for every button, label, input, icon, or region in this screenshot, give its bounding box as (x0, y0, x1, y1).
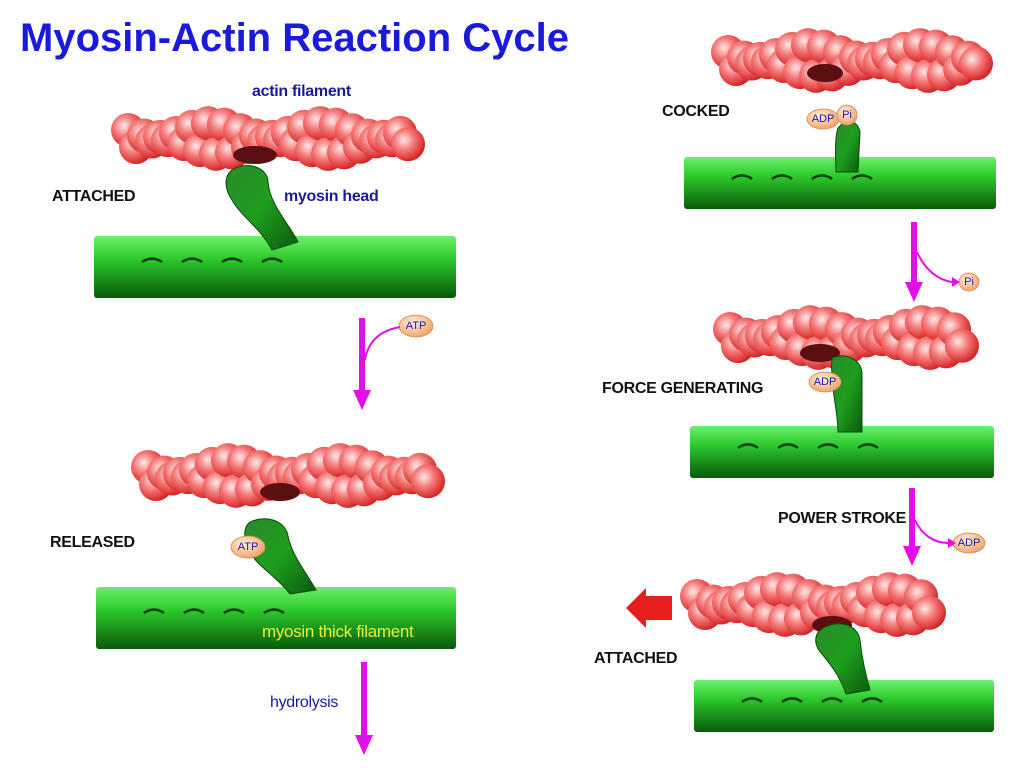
arrow-layer (353, 222, 960, 755)
atp-transition-pill (398, 314, 434, 338)
actin-filament-cocked (711, 28, 993, 93)
arrow-head (903, 546, 921, 566)
myosin-head-attached-final (815, 623, 871, 695)
thick-filament-rod (690, 426, 994, 478)
actin-filament-force (713, 305, 979, 370)
curved-arrow-line (916, 251, 953, 283)
arrow-attached-to-released (353, 318, 371, 410)
state-label-released: RELEASED (50, 534, 135, 551)
myosin-head-force (831, 355, 863, 433)
actin-bead (945, 328, 979, 363)
actin-bead (912, 595, 946, 630)
state-label-attached-final: ATTACHED (594, 650, 678, 667)
slide-title: Myosin-Actin Reaction Cycle (20, 16, 570, 60)
arrow-shaft (361, 662, 367, 737)
actin-filament-attached-final (680, 572, 946, 637)
thick-filament-attached-final (694, 680, 994, 732)
actin-filament-attached (111, 106, 425, 171)
arrow-head (905, 282, 923, 302)
adp-release-curve (914, 519, 956, 548)
curved-arrow-line (914, 519, 949, 544)
thick-filament-attached (94, 236, 456, 298)
actin-bead (391, 127, 425, 162)
actin-binding-site (233, 146, 277, 164)
actin-filament-label: actin filament (252, 83, 351, 100)
arrow-shaft (909, 488, 915, 548)
thick-filament-cocked (684, 157, 996, 209)
curved-arrow-head (952, 277, 960, 287)
arrow-shaft (359, 318, 365, 392)
arrow-cocked-to-force (905, 222, 923, 302)
adp-bound-badge-cocked: ADP (811, 113, 835, 125)
myosin-head-label: myosin head (284, 188, 379, 205)
atp-uptake-curve (364, 326, 401, 361)
adp-bound-badge-force: ADP (813, 376, 837, 388)
arrow-hydrolysis (355, 662, 373, 755)
rod-striation (737, 443, 879, 449)
myosin-thick-filament-label: myosin thick filament (262, 622, 414, 641)
arrow-shaft (911, 222, 917, 284)
thick-filament-rod (96, 587, 456, 649)
arrow-head (353, 390, 371, 410)
state-label-force-generating: FORCE GENERATING (602, 380, 764, 397)
thick-filament-released (96, 587, 456, 649)
thick-filament-force (690, 426, 994, 478)
atp-bound-pill (230, 535, 266, 559)
curved-arrow-line (364, 326, 401, 361)
pi-release-curve (916, 251, 960, 287)
arrow-power-stroke (903, 488, 921, 566)
pi-bound-badge-cocked: Pi (842, 109, 852, 121)
actin-bead (411, 464, 445, 499)
state-label-attached: ATTACHED (52, 188, 136, 205)
actin-binding-site (260, 483, 300, 501)
arrow-head (355, 735, 373, 755)
actin-layer (111, 28, 993, 637)
myosin-head-cocked (835, 121, 861, 173)
hydrolysis-label: hydrolysis (270, 694, 339, 711)
rod-striation (143, 608, 285, 615)
adp-bound-pill-force (808, 371, 842, 393)
thick-filament-rod (694, 680, 994, 732)
actin-bead (959, 46, 993, 81)
filament-movement-arrow (626, 588, 672, 628)
actin-binding-site (800, 344, 840, 362)
rod-striation (741, 697, 883, 703)
state-label-cocked: COCKED (662, 103, 730, 120)
pi-release-badge: Pi (964, 276, 974, 288)
rod-striation (731, 174, 873, 180)
adp-release-badge: ADP (957, 537, 981, 549)
pi-bound-pill-cocked (836, 104, 858, 126)
curved-arrow-head (948, 538, 956, 548)
actin-binding-site (807, 64, 843, 82)
myosin-head-attached (225, 165, 299, 251)
thick-filament-rod (684, 157, 996, 209)
myosin-layer (94, 104, 996, 732)
atp-transition-badge: ATP (405, 320, 427, 332)
atp-bound-badge: ATP (237, 541, 259, 553)
rod-striation (141, 257, 283, 264)
power-stroke-label: POWER STROKE (778, 510, 906, 527)
thick-filament-rod (94, 236, 456, 298)
actin-filament-released (131, 443, 445, 508)
